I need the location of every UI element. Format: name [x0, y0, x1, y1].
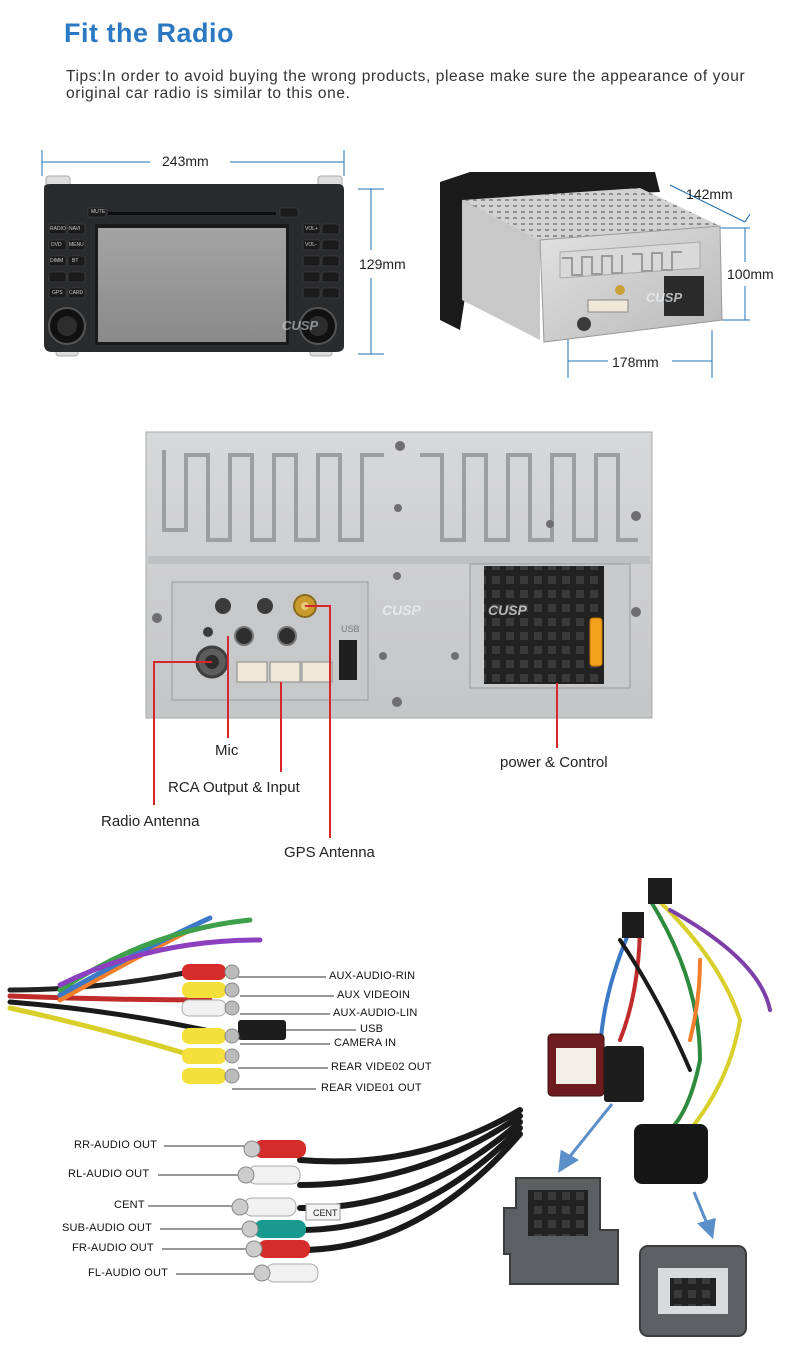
- radio-front-image: CUSP: [44, 175, 344, 357]
- radio-btn-label: NAVI: [69, 226, 81, 232]
- radio-btn-label: CARD: [69, 290, 84, 296]
- dim-depth-label: 142mm: [686, 186, 733, 202]
- audio-label: RL-AUDIO OUT: [68, 1168, 150, 1180]
- audio-label: SUB-AUDIO OUT: [62, 1222, 152, 1234]
- harness-label: AUX-AUDIO-RIN: [329, 970, 416, 982]
- brand-watermark-1: CUSP: [282, 318, 318, 333]
- usb-port-text: USB: [341, 624, 360, 634]
- back-panel-image: USB CUSP CUSP: [145, 431, 653, 719]
- label-gps-antenna: GPS Antenna: [284, 844, 375, 861]
- radio-3d-image: CUSP: [440, 172, 723, 343]
- radio-btn-label: MENU: [69, 242, 84, 248]
- dim-back-width-label: 178mm: [612, 354, 659, 370]
- radio-btn-label: GPS: [52, 290, 63, 296]
- radio-btn-label: DIMM: [50, 258, 64, 264]
- harness-label: AUX-AUDIO-LIN: [333, 1007, 418, 1019]
- harness-label: USB: [360, 1023, 384, 1035]
- audio-label: FR-AUDIO OUT: [72, 1242, 154, 1254]
- label-mic: Mic: [215, 742, 239, 759]
- radio-btn-label: VOL+: [305, 226, 318, 232]
- dim-width-label: 243mm: [162, 153, 209, 169]
- radio-btn-label: MUTE: [91, 209, 106, 215]
- radio-btn-label: VOL-: [305, 242, 317, 248]
- harness-label: AUX VIDEOIN: [337, 989, 411, 1001]
- label-radio-antenna: Radio Antenna: [101, 813, 200, 830]
- radio-btn-label: RADIO: [50, 226, 66, 232]
- brand-watermark-3: CUSP: [382, 602, 422, 618]
- dim-height-label: 129mm: [359, 256, 406, 272]
- pointer-lines: [153, 605, 558, 838]
- radio-btn-label: BT: [72, 258, 79, 264]
- harness-image: CENT: [7, 878, 772, 1337]
- brand-watermark-2: CUSP: [646, 290, 682, 305]
- page-title: Fit the Radio: [64, 18, 234, 48]
- label-power-control: power & Control: [500, 754, 608, 771]
- dim-back-height-label: 100mm: [727, 266, 774, 282]
- harness-label: REAR VIDE02 OUT: [331, 1061, 432, 1073]
- harness-label: CAMERA IN: [334, 1037, 397, 1049]
- harness-label: REAR VIDE01 OUT: [321, 1082, 422, 1094]
- radio-btn-label: DVD: [51, 242, 62, 248]
- audio-label: FL-AUDIO OUT: [88, 1267, 169, 1279]
- audio-label: RR-AUDIO OUT: [74, 1139, 158, 1151]
- brand-watermark-4: CUSP: [488, 602, 528, 618]
- tips-text: Tips:In order to avoid buying the wrong …: [66, 68, 746, 102]
- cent-tag: CENT: [313, 1208, 338, 1218]
- label-rca: RCA Output & Input: [168, 779, 300, 796]
- audio-label: CENT: [114, 1199, 145, 1211]
